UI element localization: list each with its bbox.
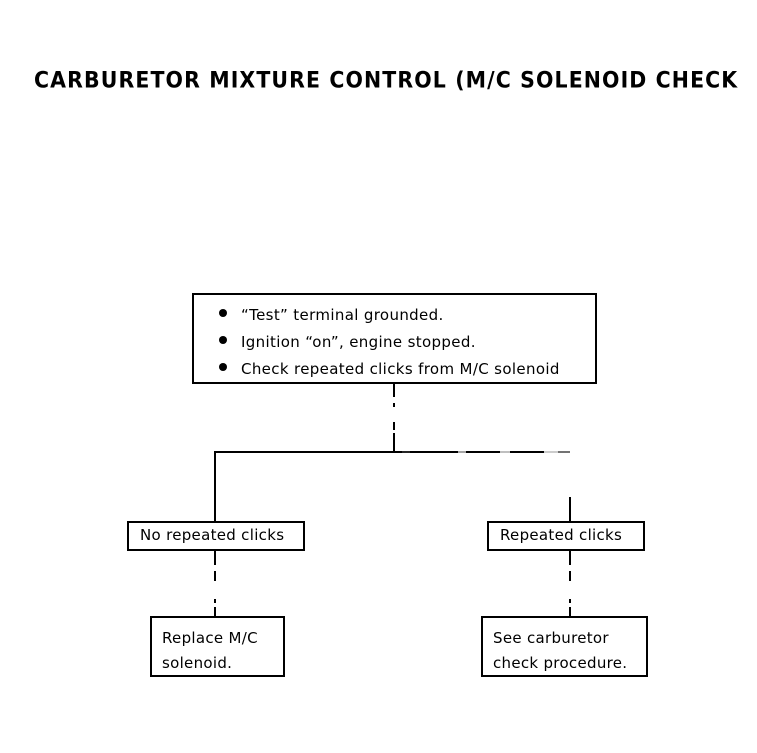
- connector-right-result-to-action: [569, 551, 571, 616]
- condition-bullet-item: Ignition “on”, engine stopped.: [204, 333, 585, 357]
- condition-bullet-label: Ignition “on”, engine stopped.: [241, 333, 476, 351]
- action-label-line: Replace M/C: [162, 629, 258, 647]
- connector-branch-left-drop: [214, 451, 216, 522]
- condition-bullet-label: Check repeated clicks from M/C solenoid: [241, 360, 560, 378]
- connector-condition-to-branch: [393, 384, 395, 453]
- action-label-line: check procedure.: [493, 654, 628, 672]
- condition-bullet-item: Check repeated clicks from M/C solenoid: [204, 360, 585, 384]
- result-label: No repeated clicks: [140, 526, 285, 544]
- page-title: CARBURETOR MIXTURE CONTROL (M/C SOLENOID…: [34, 66, 739, 93]
- condition-box: “Test” terminal grounded. Ignition “on”,…: [192, 293, 597, 384]
- connector-left-result-to-action: [214, 551, 216, 616]
- result-label: Repeated clicks: [500, 526, 623, 544]
- connector-branch-bar: [214, 451, 570, 453]
- action-box-carburetor-procedure: See carburetor check procedure.: [481, 616, 648, 677]
- bullet-dot-icon: [219, 336, 227, 344]
- action-box-replace-solenoid: Replace M/C solenoid.: [150, 616, 285, 677]
- result-box-repeated-clicks: Repeated clicks: [487, 521, 645, 551]
- condition-bullet-label: “Test” terminal grounded.: [241, 306, 444, 324]
- action-label-line: solenoid.: [162, 654, 233, 672]
- bullet-dot-icon: [219, 363, 227, 371]
- condition-bullet-item: “Test” terminal grounded.: [204, 306, 585, 330]
- action-label-line: See carburetor: [493, 629, 609, 647]
- bullet-dot-icon: [219, 309, 227, 317]
- result-box-no-repeated-clicks: No repeated clicks: [127, 521, 305, 551]
- connector-branch-right-drop: [569, 497, 571, 522]
